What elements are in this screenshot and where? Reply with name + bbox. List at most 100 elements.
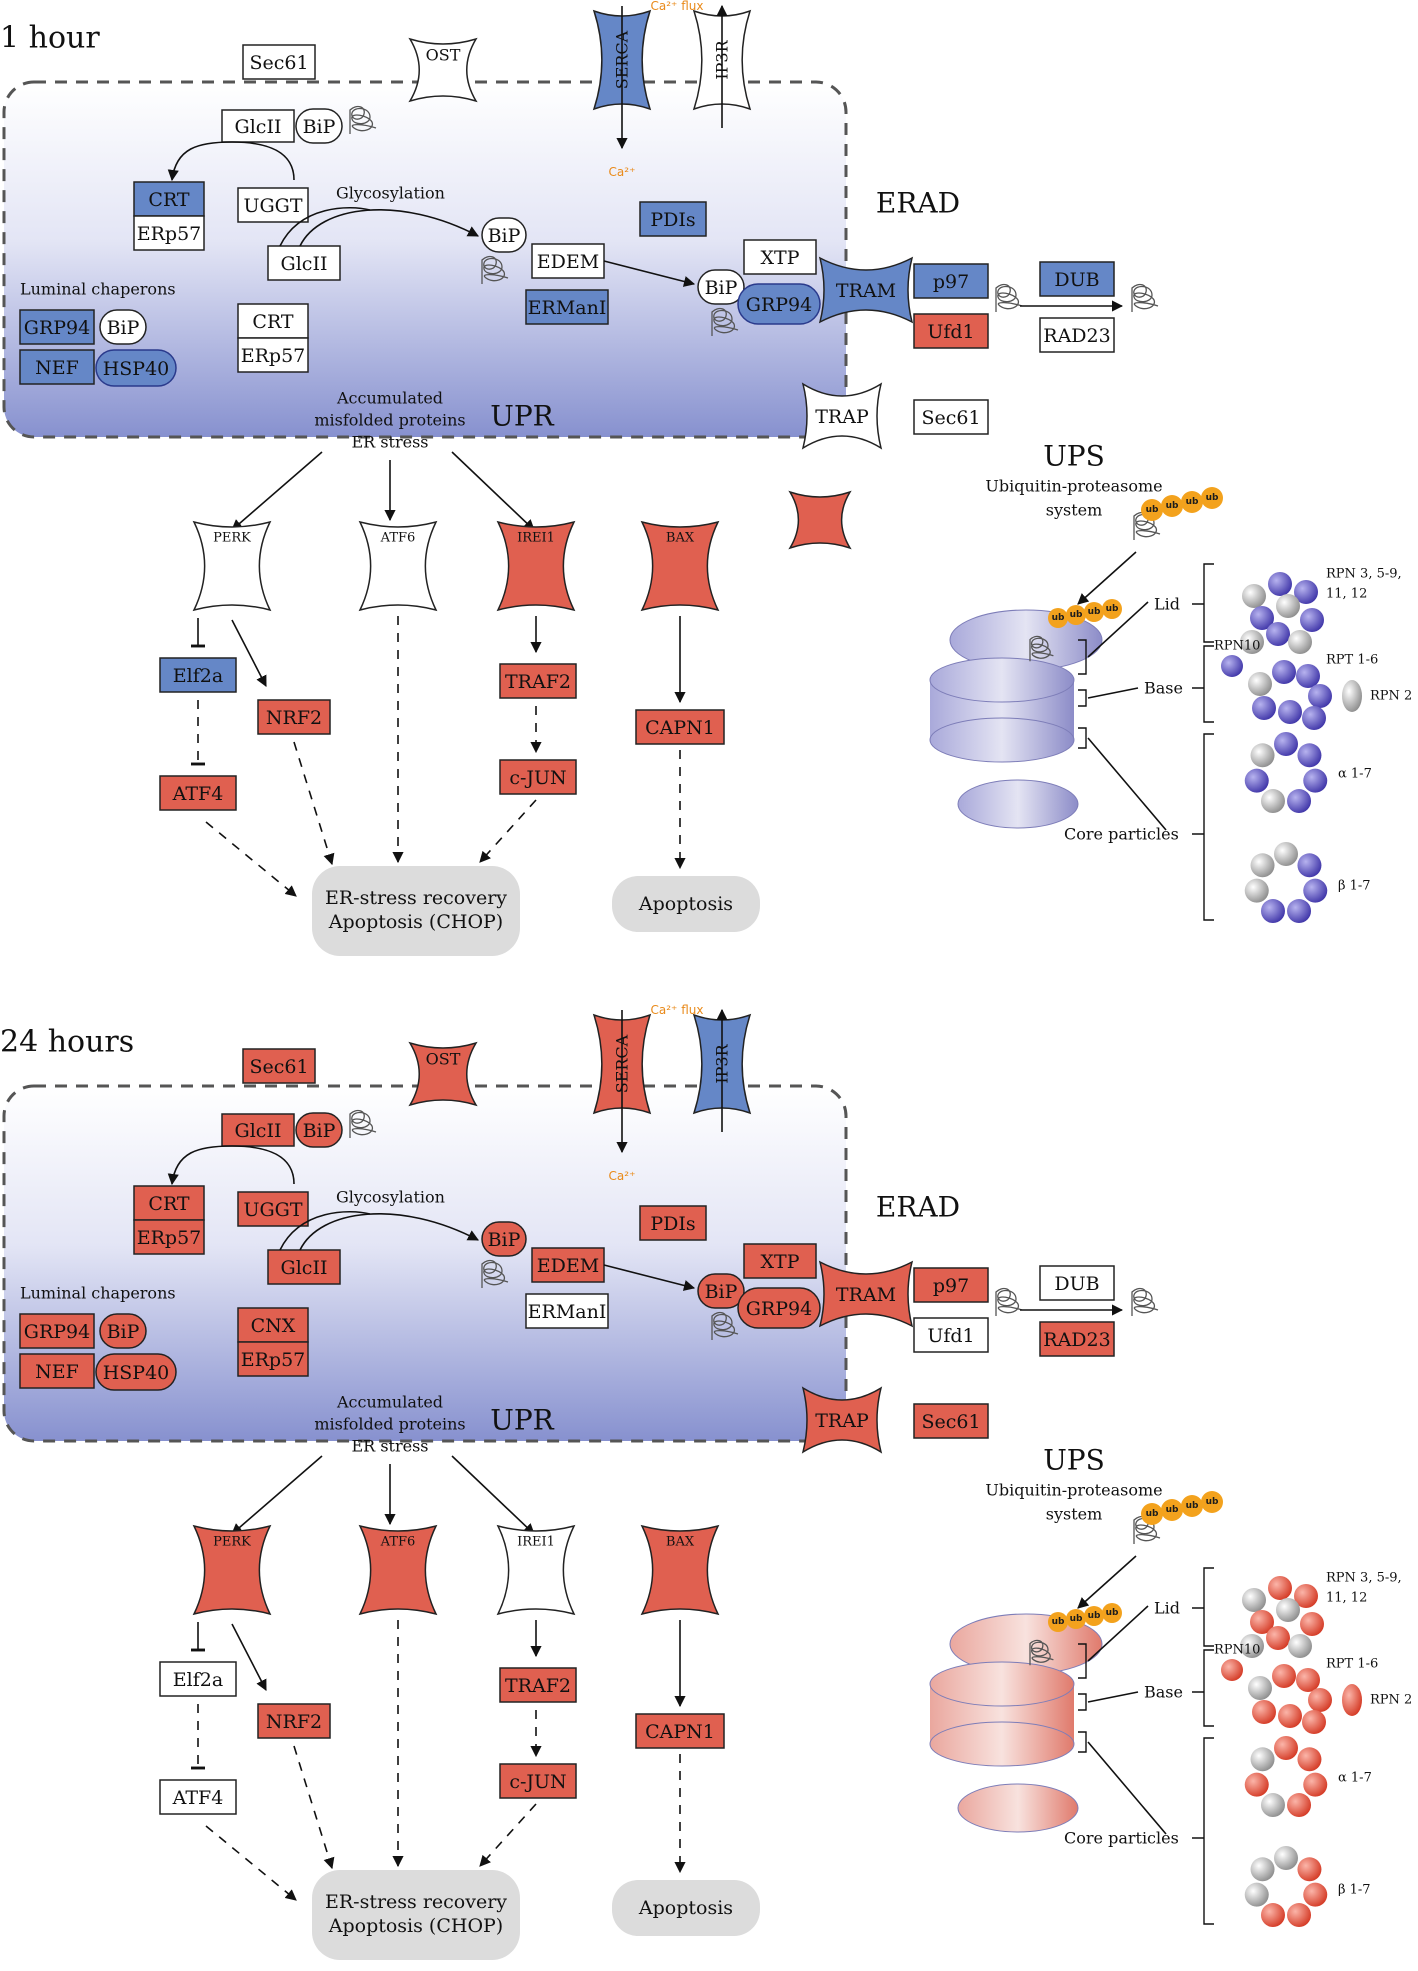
- base-subunit: [1248, 1676, 1272, 1700]
- edem-label: EDEM: [537, 251, 599, 273]
- glcii-2-box: [267, 1249, 341, 1285]
- alpha-subunit: [1274, 1736, 1298, 1760]
- bip-1-shape: [295, 108, 343, 144]
- lid-label: Lid: [1154, 1599, 1180, 1618]
- ufd1-box: [913, 313, 989, 349]
- bip-luminal-label: BiP: [107, 317, 140, 339]
- beta-subunit: [1260, 1903, 1285, 1928]
- bip-2-label: BiP: [488, 225, 521, 247]
- nrf2-to-outcome-arrow: [293, 741, 335, 866]
- ire1-shape: [496, 1524, 576, 1616]
- lid-subunit: [1242, 1588, 1266, 1612]
- ubiquitin-tag: ub: [1070, 1614, 1083, 1624]
- lid-subunit: [1300, 1612, 1324, 1636]
- sec61-top-label: Sec61: [249, 52, 308, 74]
- alpha-label: α 1-7: [1338, 767, 1372, 782]
- ubiquitin-tag: ub: [1186, 497, 1199, 507]
- ca-flux-label: Ca²⁺ flux: [651, 1003, 704, 1017]
- sec61-right-box: [913, 399, 989, 435]
- misfolded-protein-icon: [711, 307, 739, 336]
- lid-subunit: [1268, 1576, 1292, 1600]
- erp57-1-label: ERp57: [137, 223, 202, 245]
- outcome-recovery-label: ER-stress recovery: [325, 887, 507, 909]
- tram-label: TRAM: [836, 1284, 896, 1306]
- base-subunit: [1302, 706, 1326, 730]
- ca-ion-label: Ca²⁺: [609, 165, 636, 179]
- atf4-to-outcome-arrow: [205, 1825, 297, 1901]
- lid-subunit: [1242, 584, 1266, 608]
- nef-box: [19, 1353, 95, 1389]
- erp57-2-label: ERp57: [241, 345, 306, 367]
- rpn10-label: RPN10: [1214, 1643, 1260, 1658]
- perk-shape: [192, 1524, 272, 1616]
- elf2a-box: [159, 1661, 237, 1697]
- p97-label: p97: [933, 271, 969, 293]
- p97-label: p97: [933, 1275, 969, 1297]
- rpn10-subunit: [1221, 655, 1243, 677]
- bip-1-label: BiP: [303, 1120, 336, 1142]
- lid-leader: [1087, 601, 1149, 658]
- core-leader: [1087, 737, 1167, 831]
- sec61-top-box: [242, 44, 316, 80]
- beta-subunit: [1287, 899, 1312, 924]
- bip-luminal-label: BiP: [107, 1321, 140, 1343]
- base-subunit: [1296, 1668, 1320, 1692]
- ost-label: OST: [426, 1050, 461, 1069]
- xtp-box: [743, 1243, 817, 1279]
- ubiquitin-icon: [1102, 1603, 1122, 1623]
- core-ring-2: [957, 1783, 1079, 1833]
- bip-1-label: BiP: [303, 116, 336, 138]
- misfolded-protein-icon: [1131, 1287, 1159, 1316]
- trap-shape: [801, 1386, 883, 1454]
- outcome-recovery-box: [312, 1870, 520, 1960]
- core-ring-2: [957, 779, 1079, 829]
- pdis-label: PDIs: [650, 209, 695, 231]
- ubiquitin-icon: [1161, 1499, 1183, 1521]
- alpha-subunit: [1287, 789, 1312, 814]
- beta-subunit: [1297, 1857, 1322, 1882]
- alpha-label: α 1-7: [1338, 1771, 1372, 1786]
- rad23-label: RAD23: [1043, 1329, 1110, 1351]
- outcome-apoptosis-box: [612, 876, 760, 932]
- bip-2-label: BiP: [488, 1229, 521, 1251]
- tram-shape: [818, 256, 914, 324]
- bax-shape: [640, 1524, 720, 1616]
- upr-to-perk-arrow: [231, 451, 323, 531]
- ubiquitin-icon: [1141, 1503, 1163, 1525]
- upr-label: UPR: [490, 1404, 554, 1437]
- alpha-subunit: [1260, 1793, 1285, 1818]
- elf2a-label: Elf2a: [173, 665, 223, 687]
- nef-box: [19, 349, 95, 385]
- tram-label: TRAM: [836, 280, 896, 302]
- lid-subunit: [1294, 1584, 1318, 1608]
- glycosylation-label: Glycosylation: [336, 1188, 445, 1207]
- beta-subunit: [1244, 1882, 1269, 1907]
- lid-subunit: [1288, 1634, 1312, 1658]
- base-subunit: [1308, 1688, 1332, 1712]
- lid-bracket: [1078, 1643, 1087, 1679]
- crt-2-label: CNX: [251, 1315, 296, 1337]
- base-subunit: [1302, 1710, 1326, 1734]
- glcii-2-label: GlcII: [281, 253, 328, 275]
- ca-flux-label: Ca²⁺ flux: [651, 0, 704, 13]
- edem-to-erad-arrow: [603, 1264, 696, 1291]
- lid-group-bracket: [1192, 1567, 1214, 1647]
- capn1-label: CAPN1: [645, 717, 715, 739]
- glycosylation-arrow: [299, 209, 479, 247]
- ubiquitin-tag: ub: [1146, 505, 1159, 515]
- glcii-to-crt-arrow: [167, 141, 295, 182]
- alpha-subunit: [1297, 743, 1322, 768]
- sec61-right-label: Sec61: [921, 1411, 980, 1433]
- sec61-right-label: Sec61: [921, 407, 980, 429]
- ufd1-box: [913, 1317, 989, 1353]
- beta-subunit: [1297, 853, 1322, 878]
- lid-subunit: [1268, 572, 1292, 596]
- grp94-erad-shape: [737, 1287, 821, 1329]
- uggt-label: UGGT: [243, 1199, 302, 1221]
- core-particles-label: Core particles: [1064, 1829, 1179, 1848]
- grp94-luminal-box: [19, 1313, 95, 1349]
- ubiquitin-tag: ub: [1206, 493, 1219, 503]
- lid-subunit: [1240, 1634, 1264, 1658]
- grp94-luminal-box: [19, 309, 95, 345]
